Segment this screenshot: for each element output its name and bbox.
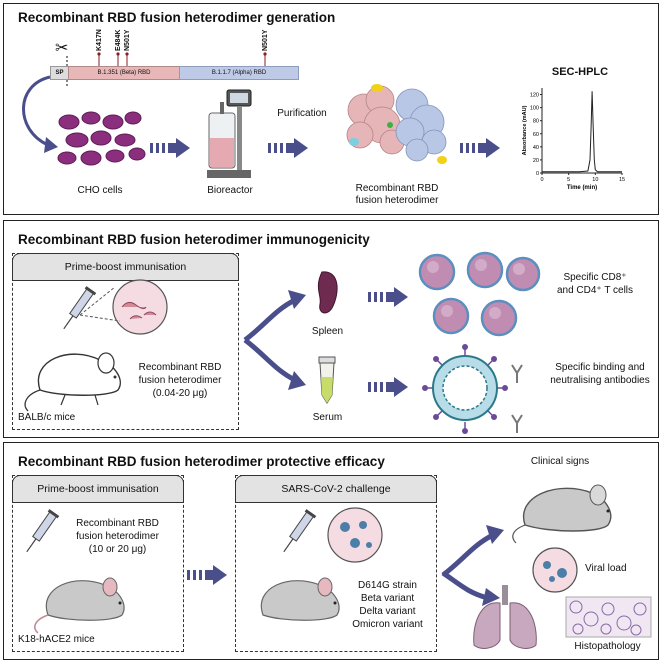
t-cells-icon — [418, 251, 541, 337]
mutation-e484k: E484K — [115, 29, 122, 51]
bioreactor-label: Bioreactor — [207, 185, 253, 196]
purification-label: Purification — [277, 108, 327, 119]
immunisation-box-2: Prime-boost immunisation — [12, 475, 184, 652]
process-arrow-1 — [150, 138, 190, 158]
antigen-zoom-circle — [112, 279, 168, 335]
challenge-box-header: SARS-CoV-2 challenge — [235, 475, 437, 503]
panel1-title: Recombinant RBD fusion heterodimer gener… — [18, 10, 336, 25]
protein-label-2: fusion heterodimer — [355, 195, 439, 206]
histology-image — [565, 596, 652, 638]
hplc-y-label: Absorbance (mAU) — [522, 105, 528, 155]
panel2-title: Recombinant RBD fusion heterodimer immun… — [18, 232, 370, 247]
balbc-mice-label: BALB/c mice — [18, 412, 76, 423]
variant-delta: Delta variant — [359, 606, 416, 617]
t-cells-label-2: and CD4⁺ T cells — [556, 285, 634, 296]
p2-antigen-label-2: fusion heterodimer — [138, 375, 222, 386]
virus-antibody-icon — [422, 344, 523, 434]
construct-alpha-rbd: B.1.1.7 (Alpha) RBD — [179, 66, 299, 80]
balbc-mouse-icon — [24, 352, 121, 412]
challenge-box: SARS-CoV-2 challenge — [235, 475, 437, 652]
hplc-y-tick-label: 100 — [530, 106, 539, 112]
hplc-y-tick-label: 120 — [530, 93, 539, 99]
hplc-title: SEC-HPLC — [551, 66, 609, 78]
hplc-y-tick-label: 40 — [533, 145, 539, 151]
curved-arrow — [22, 75, 58, 153]
scissors-icon: ✂ — [55, 40, 69, 57]
variant-beta: Beta variant — [360, 593, 415, 604]
construct-beta-rbd: B.1.351 (Beta) RBD — [68, 66, 180, 80]
construct-sp: SP — [50, 66, 69, 80]
syringe-icon — [63, 286, 97, 330]
hplc-x-tick-label: 5 — [567, 177, 570, 183]
protein-structure-icon — [346, 84, 447, 164]
mutation-pins — [97, 52, 267, 66]
hplc-y-tick-label: 60 — [533, 132, 539, 138]
variant-d614g: D614G strain — [358, 580, 417, 591]
p2-dose-label: (0.04-20 μg) — [152, 388, 208, 399]
hplc-y-tick-label: 20 — [533, 158, 539, 164]
hplc-x-label: Time (min) — [567, 185, 597, 191]
t-cells-label-1: Specific CD8⁺ — [563, 272, 627, 283]
hplc-x-tick-label: 15 — [619, 177, 625, 183]
k18-mouse-icon — [34, 577, 125, 634]
immunisation-box-2-header: Prime-boost immunisation — [12, 475, 184, 503]
clinical-signs-label: Clinical signs — [530, 456, 590, 467]
spleen-icon — [317, 271, 338, 314]
process-arrow-3 — [460, 138, 500, 158]
branch-arrow-up — [243, 290, 306, 342]
p3-antigen-label-2: fusion heterodimer — [76, 531, 159, 542]
process-arrow-6 — [187, 565, 227, 585]
cho-cells-icon — [57, 111, 146, 166]
immunisation-box-1: Prime-boost immunisation — [12, 253, 239, 430]
panel3-title: Recombinant RBD fusion heterodimer prote… — [18, 454, 385, 469]
hplc-y-tick-label: 80 — [533, 119, 539, 125]
bioreactor-icon — [207, 89, 252, 178]
lungs-icon — [473, 585, 537, 649]
variant-omicron: Omicron variant — [352, 619, 423, 630]
antibodies-label-2: neutralising antibodies — [550, 375, 650, 386]
hplc-x-tick-label: 10 — [592, 177, 598, 183]
process-arrow-4 — [368, 287, 408, 307]
serum-tube-icon — [318, 356, 336, 404]
k18-mouse-icon-2 — [260, 577, 340, 621]
protein-label-1: Recombinant RBD — [355, 183, 439, 194]
spleen-label: Spleen — [311, 326, 344, 337]
clinical-mouse-icon — [512, 484, 612, 544]
branch-arrow-down-2 — [441, 570, 500, 606]
process-arrow-2 — [268, 138, 308, 158]
hplc-trace — [542, 91, 622, 173]
viral-load-label: Viral load — [585, 563, 627, 574]
k18-mice-label: K18-hACE2 mice — [18, 634, 95, 645]
p3-antigen-label-1: Recombinant RBD — [76, 518, 159, 529]
hplc-y-tick-label: 0 — [536, 171, 539, 177]
process-arrow-5 — [368, 377, 408, 397]
immunisation-box-1-header: Prime-boost immunisation — [12, 253, 239, 281]
cleavage-line — [66, 56, 68, 86]
branch-arrow-up-2 — [441, 525, 504, 577]
viral-load-circle — [532, 547, 578, 593]
syringe-icon-3 — [283, 509, 317, 553]
branch-arrow-down — [243, 338, 306, 390]
p3-dose-label: (10 or 20 μg) — [88, 544, 147, 555]
p2-antigen-label-1: Recombinant RBD — [138, 362, 222, 373]
hplc-x-tick-label: 0 — [540, 177, 543, 183]
cho-cells-label: CHO cells — [77, 185, 123, 196]
antibodies-label-1: Specific binding and — [555, 362, 645, 373]
histopathology-label: Histopathology — [574, 641, 641, 652]
zoom-lines — [79, 286, 121, 322]
virus-zoom-circle — [327, 507, 383, 563]
mutation-k417n: K417N — [96, 29, 103, 51]
syringe-icon-2 — [26, 509, 60, 553]
mutation-n501y-alpha: N501Y — [262, 29, 269, 51]
serum-label: Serum — [312, 412, 343, 423]
mutation-n501y-beta: N501Y — [124, 29, 131, 51]
panel-generation — [3, 3, 659, 215]
